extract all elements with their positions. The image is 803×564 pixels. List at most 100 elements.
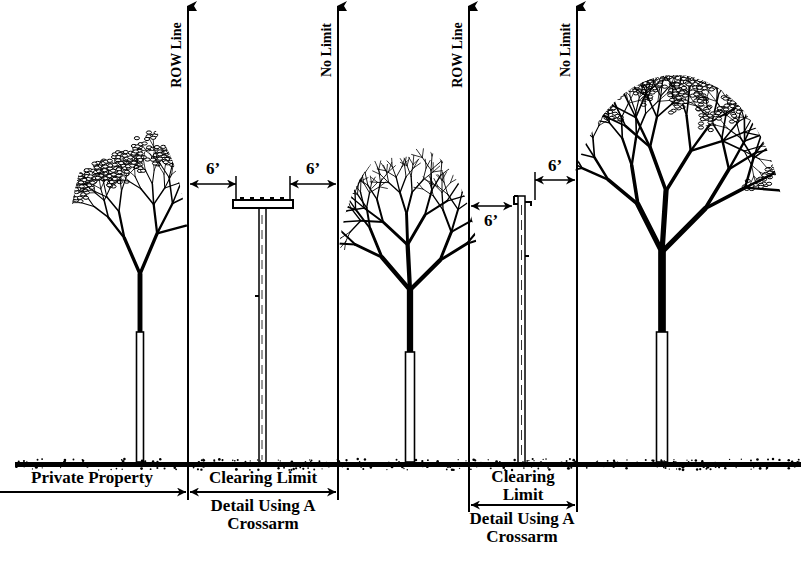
tree-leaf [580,114,585,117]
tree-branch [563,153,576,155]
tree-leaf [540,162,545,165]
tree-leaf [197,159,202,162]
tree-leaf [546,175,551,178]
tree-leaf [542,139,547,142]
tree-branch [550,142,560,143]
tree-leaf [217,191,222,194]
tree-leaf [541,137,546,140]
tree-branch [551,140,553,150]
tree-leaf [556,122,561,125]
tree-branch [169,132,174,142]
tree-leaf [637,73,642,76]
tree-leaf [539,155,544,158]
tree-branch [174,146,182,158]
tree-leaf [230,231,235,234]
tree-branch [636,114,645,136]
tree-leaf [578,109,583,112]
tree-leaf [543,143,548,146]
tree-leaf [619,76,624,79]
tree-branch [119,212,125,239]
tree-leaf [593,84,598,87]
tree-branch [179,175,185,183]
tree-leaf [172,149,177,152]
tree-leaf [222,198,227,201]
tree-leaf [570,118,575,121]
tree-leaf [600,94,605,97]
tree-leaf [172,151,177,154]
tree-leaf [102,169,107,172]
tree-leaf [618,82,623,85]
tree-leaf [540,173,545,176]
tree-leaf [551,127,556,130]
tree-leaf [122,154,127,157]
tree-leaf [633,75,638,78]
tree-leaf [613,82,618,85]
tree-leaf [219,196,224,199]
tree-branch [444,182,448,194]
tree-branch [471,197,482,201]
tree-leaf [605,93,610,96]
tree-leaf [232,231,237,234]
tree-leaf [646,73,651,76]
tree-branch [306,259,313,265]
tree-branch [303,238,309,244]
tree-leaf [201,163,206,166]
tree-leaf [556,125,561,128]
tree-leaf [551,142,556,145]
tree-branch [220,196,226,198]
tree-leaf [550,131,555,134]
tree-branch [557,132,560,142]
tree-branch [343,181,346,188]
tree-branch [614,83,621,87]
tree-branch [597,94,605,96]
tree-leaf [548,139,553,142]
tree-branch [214,188,217,195]
tree-leaf [578,108,583,111]
tree-branch [229,214,236,217]
tree-leaf [637,71,642,74]
tree-leaf [196,187,201,190]
tree-leaf [597,105,602,108]
tree-branch [407,290,413,352]
tree-branch [342,174,345,183]
tree-branch [487,196,492,203]
tree-branch [588,112,595,120]
tree-leaf [538,163,543,166]
tree-leaf [175,143,180,146]
tree-leaf [620,86,625,89]
tree-branch [477,197,486,201]
tree-branch [442,154,443,162]
tree-branch [536,147,543,148]
tree-leaf [612,86,617,89]
tree-branch [229,230,235,235]
tree-leaf [204,152,209,155]
tree-leaf [553,130,558,133]
tree-branch [585,101,592,104]
tree-branch [562,168,582,172]
tree-leaf [157,157,162,160]
tree-leaf [73,188,78,191]
tree-branch [361,192,365,208]
tree-branch [579,115,583,120]
tree-leaf [550,123,555,126]
tree-branch [227,212,234,213]
tree-leaf [222,204,227,207]
tree-branch [548,143,555,144]
tree-leaf [194,192,199,195]
tree-branch [370,228,382,257]
tree-leaf [190,150,195,153]
tree-branch [107,197,119,212]
tree-branch [579,111,582,117]
tree-branch [318,206,327,207]
tree-leaf [646,76,651,79]
tree-branch [407,192,413,214]
tree-leaf [65,199,70,202]
tree-leaf [177,143,182,146]
tree-branch [79,185,84,188]
tree-leaf [218,202,223,205]
tree-branch [506,218,513,221]
tree-branch [539,164,544,169]
tree-leaf [543,126,548,129]
tree-branch [188,177,195,181]
tree-branch [471,183,473,193]
